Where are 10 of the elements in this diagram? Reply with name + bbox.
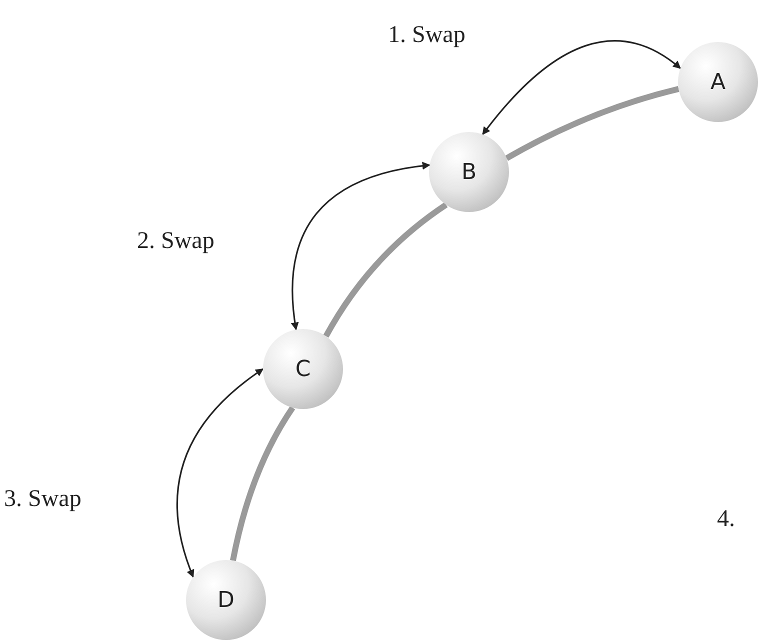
connector-line (323, 202, 448, 338)
connector-line (505, 86, 680, 161)
node-label: D (218, 588, 234, 612)
double-headed-arrow (176, 368, 264, 578)
node-label: B (461, 160, 477, 184)
node-label: C (295, 356, 311, 382)
node-label: A (710, 70, 726, 94)
double-headed-arrow (482, 40, 682, 136)
double-headed-arrow (291, 162, 430, 330)
connector-line (230, 406, 296, 562)
